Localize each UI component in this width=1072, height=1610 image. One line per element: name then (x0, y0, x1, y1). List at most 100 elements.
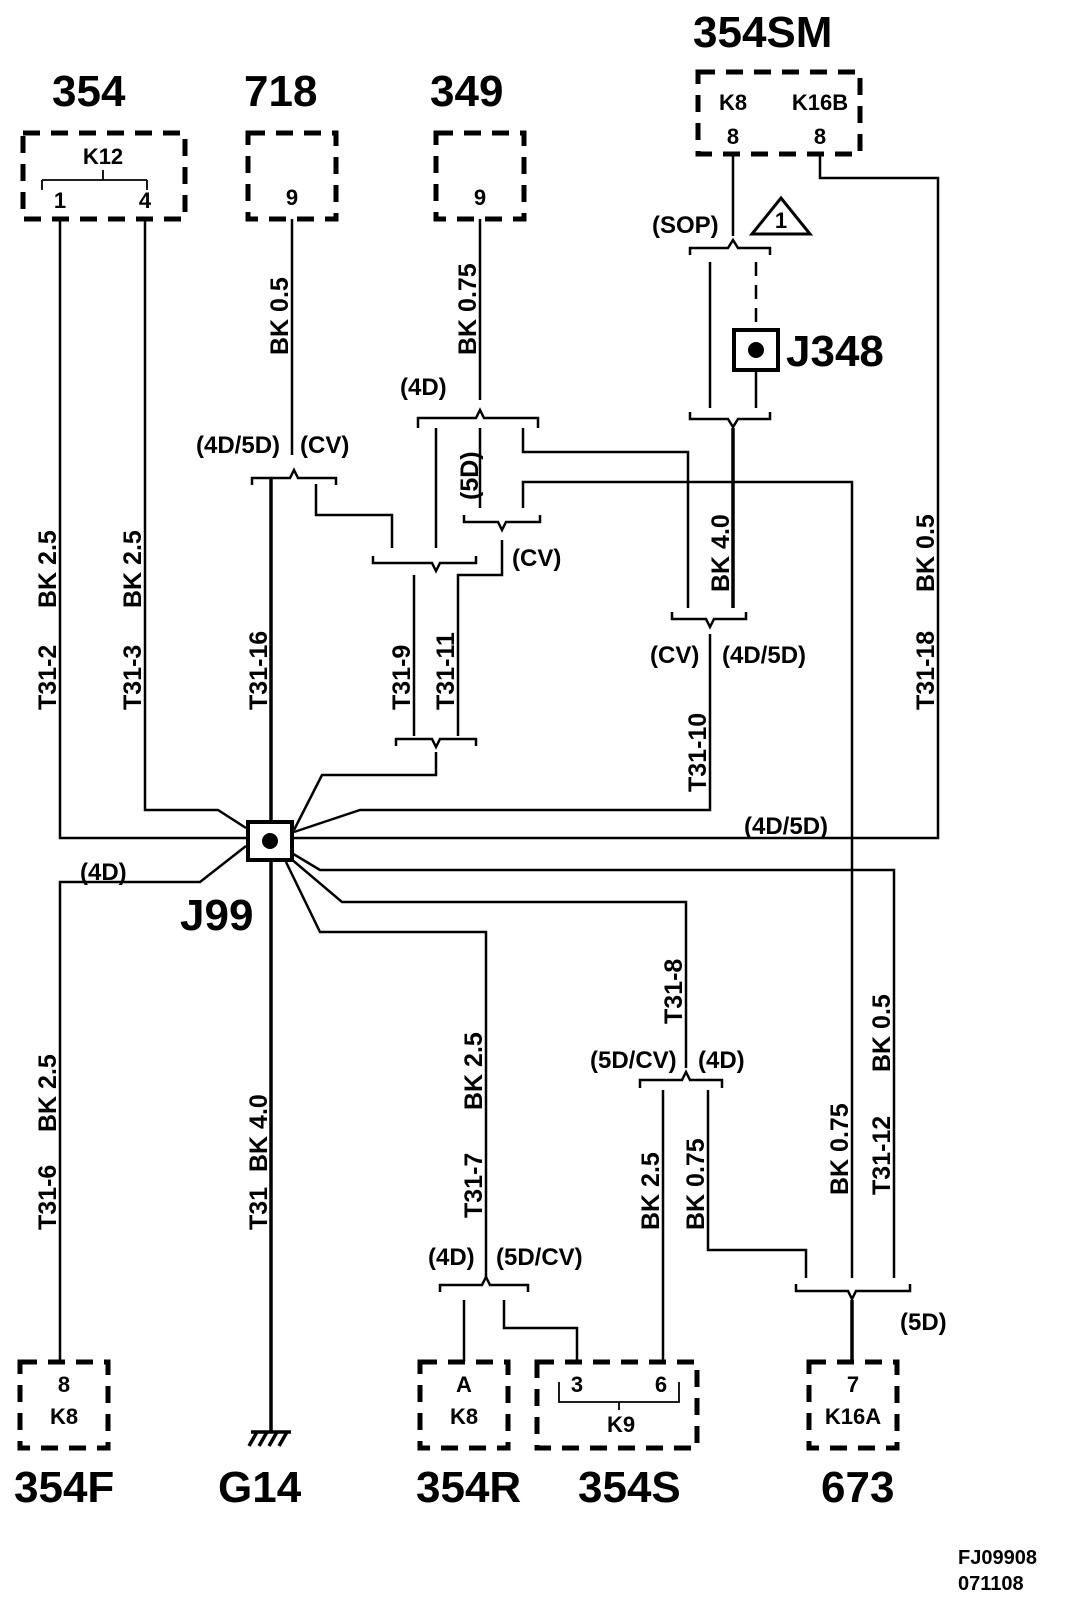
splice-dot (262, 833, 278, 849)
pin-4: 4 (139, 188, 152, 213)
wire-bk-0-75-673 (521, 480, 854, 1278)
variant-5dcv: (5D/CV) (496, 1244, 583, 1271)
bracket-5d-673 (794, 1284, 912, 1302)
wire-t31-8 (289, 857, 688, 1068)
component-label-354: 354 (52, 67, 126, 116)
component-354s: 3 6 K9 354S (534, 1359, 700, 1512)
label-bk-2-5: BK 2.5 (460, 1032, 488, 1110)
component-label-354r: 354R (416, 1463, 521, 1512)
connector-label-k9: K9 (607, 1412, 635, 1437)
pin-1: 1 (54, 188, 66, 213)
wire-t31-18 (294, 154, 940, 840)
component-354sm: 354SM K8 K16B 8 8 (693, 8, 863, 157)
component-354f: 8 K8 354F (14, 1359, 114, 1512)
label-bk-0-5: BK 0.5 (912, 514, 940, 592)
pin-a: A (456, 1372, 472, 1397)
component-label-673: 673 (821, 1463, 894, 1512)
figure-id: FJ09908 (958, 1547, 1037, 1569)
connector-bracket (41, 170, 148, 190)
wire-labels: T31-2 BK 2.5 T31-3 BK 2.5 BK 0.5 T31-16 … (34, 263, 940, 1230)
component-label-354f: 354F (14, 1463, 114, 1512)
label-t31: T31 (245, 1187, 273, 1230)
pin-9: 9 (474, 185, 486, 210)
variant-cv: (CV) (512, 545, 561, 572)
splice-j348: J348 (732, 327, 884, 376)
figure-date: 071108 (958, 1573, 1024, 1595)
component-label-718: 718 (244, 67, 317, 116)
component-label-g14: G14 (218, 1463, 302, 1512)
wire-t31-11 (456, 540, 504, 736)
variant-cv: (CV) (650, 642, 699, 669)
wire-354s-to-673 (706, 1090, 808, 1278)
bracket-5dcv-4d (638, 1069, 724, 1088)
note-marker: 1 (748, 195, 814, 236)
component-673: 7 K16A 673 (806, 1359, 900, 1512)
variant-5d: (5D) (900, 1309, 947, 1336)
bracket-4d-cv (371, 556, 478, 574)
variant-4d: (4D) (80, 859, 127, 886)
label-bk-2-5: BK 2.5 (34, 530, 62, 608)
wire-t31-6 (58, 845, 247, 1362)
wire-718-cv (314, 484, 394, 548)
component-label-354sm: 354SM (693, 8, 832, 57)
label-t31-6: T31-6 (34, 1165, 62, 1230)
label-bk-0-75: BK 0.75 (826, 1103, 854, 1195)
label-bk-4-0: BK 4.0 (707, 514, 735, 592)
connector-label-k16b: K16B (792, 90, 848, 115)
label-t31-16: T31-16 (245, 631, 273, 710)
wire-t31-10 (293, 634, 712, 834)
wire-t31-3 (143, 219, 247, 830)
bracket-718 (250, 467, 338, 485)
connector-bracket (558, 1382, 680, 1410)
bracket-t31-9-11 (394, 737, 478, 750)
label-bk-2-5: BK 2.5 (34, 1054, 62, 1132)
label-bk-2-5: BK 2.5 (637, 1152, 665, 1230)
bracket-cv-4d5d (670, 612, 748, 630)
connector-label-k16a: K16A (825, 1404, 881, 1429)
wire-t31-7 (284, 861, 488, 1278)
pin-7: 7 (847, 1372, 859, 1397)
connector-box-718 (245, 130, 339, 222)
pin-8-k16b: 8 (814, 124, 826, 149)
connector-box-349 (433, 130, 527, 222)
variant-4d: (4D) (698, 1047, 745, 1074)
splice-j99: J99 (180, 820, 294, 940)
label-t31-12: T31-12 (868, 1116, 896, 1195)
bracket-j348 (688, 412, 772, 430)
ground-icon (247, 1422, 291, 1447)
connector-box-354s (534, 1359, 700, 1451)
note-number: 1 (775, 208, 787, 233)
bracket-349 (416, 407, 540, 428)
label-bk-0-5: BK 0.5 (266, 277, 294, 355)
variant-brackets (250, 237, 912, 1302)
label-t31-11: T31-11 (432, 632, 460, 710)
connector-box-354 (20, 130, 188, 222)
connector-box-354f (17, 1359, 111, 1451)
variant-5dcv: (5D/CV) (590, 1047, 677, 1074)
connector-label-k8: K8 (450, 1404, 478, 1429)
variant-4d5d: (4D/5D) (722, 642, 806, 669)
wire-t31-2 (58, 219, 246, 840)
label-bk-0-5: BK 0.5 (868, 994, 896, 1072)
splice-dot (748, 342, 764, 358)
pin-6: 6 (655, 1372, 667, 1397)
variant-4d: (4D) (400, 374, 447, 401)
splice-label-j348: J348 (786, 327, 884, 376)
wire-354s-pin3 (502, 1300, 579, 1362)
figure-code: FJ09908 071108 (958, 1547, 1037, 1595)
pin-8: 8 (58, 1372, 70, 1397)
bracket-sop (688, 237, 772, 255)
variant-labels: (4D/5D) (CV) (4D) (CV) (SOP) (CV) (4D/5D… (80, 212, 947, 1336)
wire-t31-9-11-to-j99 (292, 752, 438, 831)
component-label-349: 349 (430, 67, 503, 116)
label-t31-9: T31-9 (388, 645, 416, 710)
connector-box-354sm (695, 69, 863, 157)
wire-t31-12 (289, 850, 896, 1278)
connector-label-k8: K8 (50, 1404, 78, 1429)
wire-349-link-cv (521, 428, 690, 608)
pin-3: 3 (571, 1372, 583, 1397)
variant-sop: (SOP) (652, 212, 719, 239)
connector-label-k8: K8 (719, 90, 747, 115)
component-label-354s: 354S (578, 1463, 681, 1512)
label-t31-8: T31-8 (660, 959, 688, 1024)
